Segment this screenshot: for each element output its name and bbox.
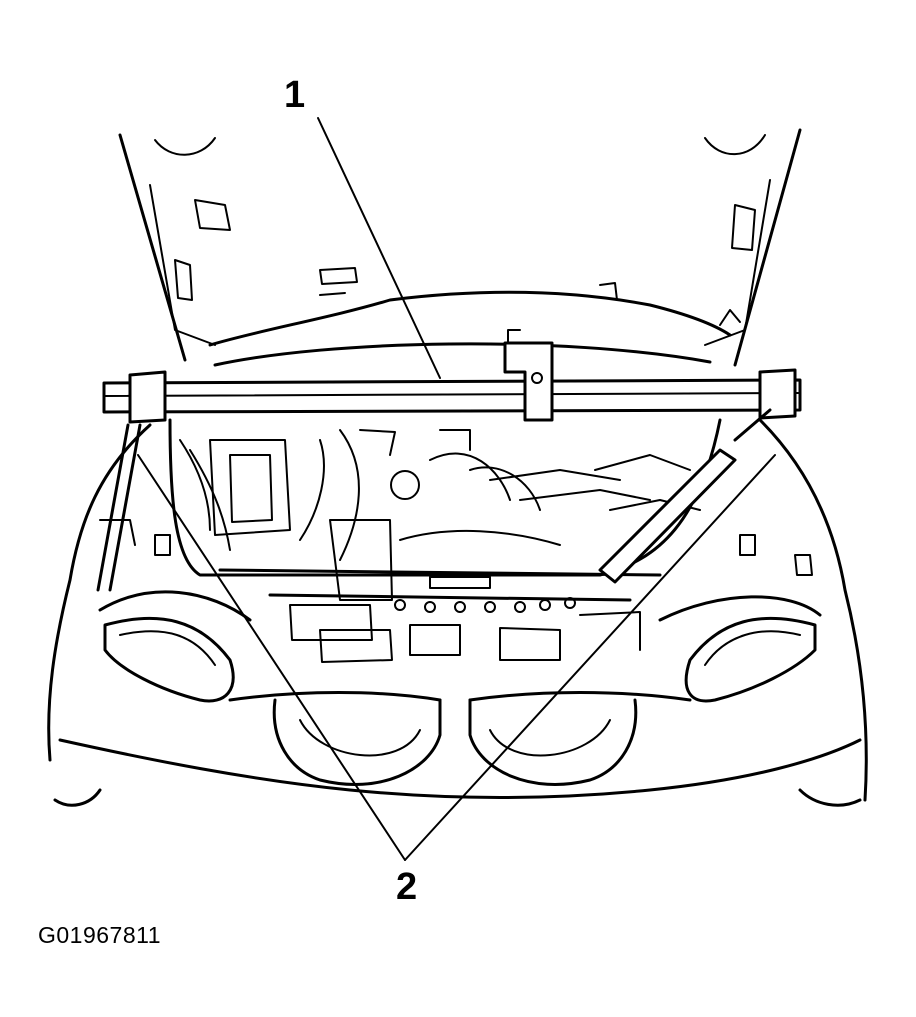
leader-line-2-left (137, 454, 406, 861)
radiator-support (218, 568, 662, 663)
leader-line-2-right (404, 454, 776, 861)
leader-line-1 (317, 117, 441, 379)
cowl (213, 342, 712, 367)
callout-2: 2 (396, 866, 418, 908)
vehicle-body (47, 418, 868, 802)
hood-support-bar (102, 329, 802, 424)
engine-compartment (168, 418, 722, 601)
raised-hood (118, 128, 802, 367)
headlamps (103, 616, 817, 703)
figure-id: G01967811 (38, 922, 162, 948)
hood-struts (96, 408, 772, 592)
leader-lines (137, 117, 776, 861)
callout-1: 1 (284, 74, 306, 116)
front-bumper-grille (53, 691, 862, 807)
